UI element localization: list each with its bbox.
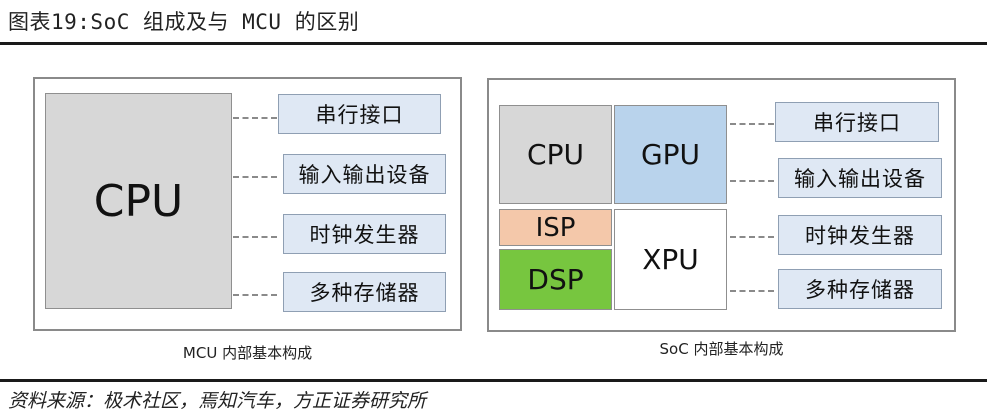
soc-xpu-block: XPU (614, 209, 727, 310)
mcu-caption: MCU 内部基本构成 (182, 344, 313, 362)
soc-caption: SoC 内部基本构成 (659, 340, 784, 358)
soc-connector (730, 290, 774, 292)
soc-cpu-block: CPU (499, 105, 612, 204)
soc-gpu-block: GPU (614, 105, 727, 204)
soc-interface-memory: 多种存储器 (778, 269, 942, 309)
soc-connector (730, 123, 774, 125)
soc-interface-clock: 时钟发生器 (778, 215, 942, 255)
soc-isp-block: ISP (499, 209, 612, 246)
soc-connector (730, 180, 774, 182)
soc-connector (730, 236, 774, 238)
mcu-connector (233, 117, 277, 119)
bottom-divider (0, 379, 987, 382)
mcu-cpu-block: CPU (45, 93, 232, 309)
soc-interface-io: 输入输出设备 (778, 158, 942, 198)
mcu-interface-serial: 串行接口 (278, 94, 441, 134)
figure-title: 图表19:SoC 组成及与 MCU 的区别 (8, 10, 360, 34)
mcu-connector (233, 236, 277, 238)
soc-dsp-block: DSP (499, 249, 612, 310)
top-divider (0, 42, 987, 45)
mcu-cpu-label: CPU (93, 175, 184, 227)
mcu-connector (233, 294, 277, 296)
soc-interface-serial: 串行接口 (775, 102, 939, 142)
source-note: 资料来源：极术社区，焉知汽车，方正证券研究所 (8, 390, 427, 412)
mcu-interface-memory: 多种存储器 (283, 272, 446, 312)
mcu-interface-clock: 时钟发生器 (283, 214, 446, 254)
mcu-interface-io: 输入输出设备 (283, 154, 446, 194)
mcu-connector (233, 176, 277, 178)
